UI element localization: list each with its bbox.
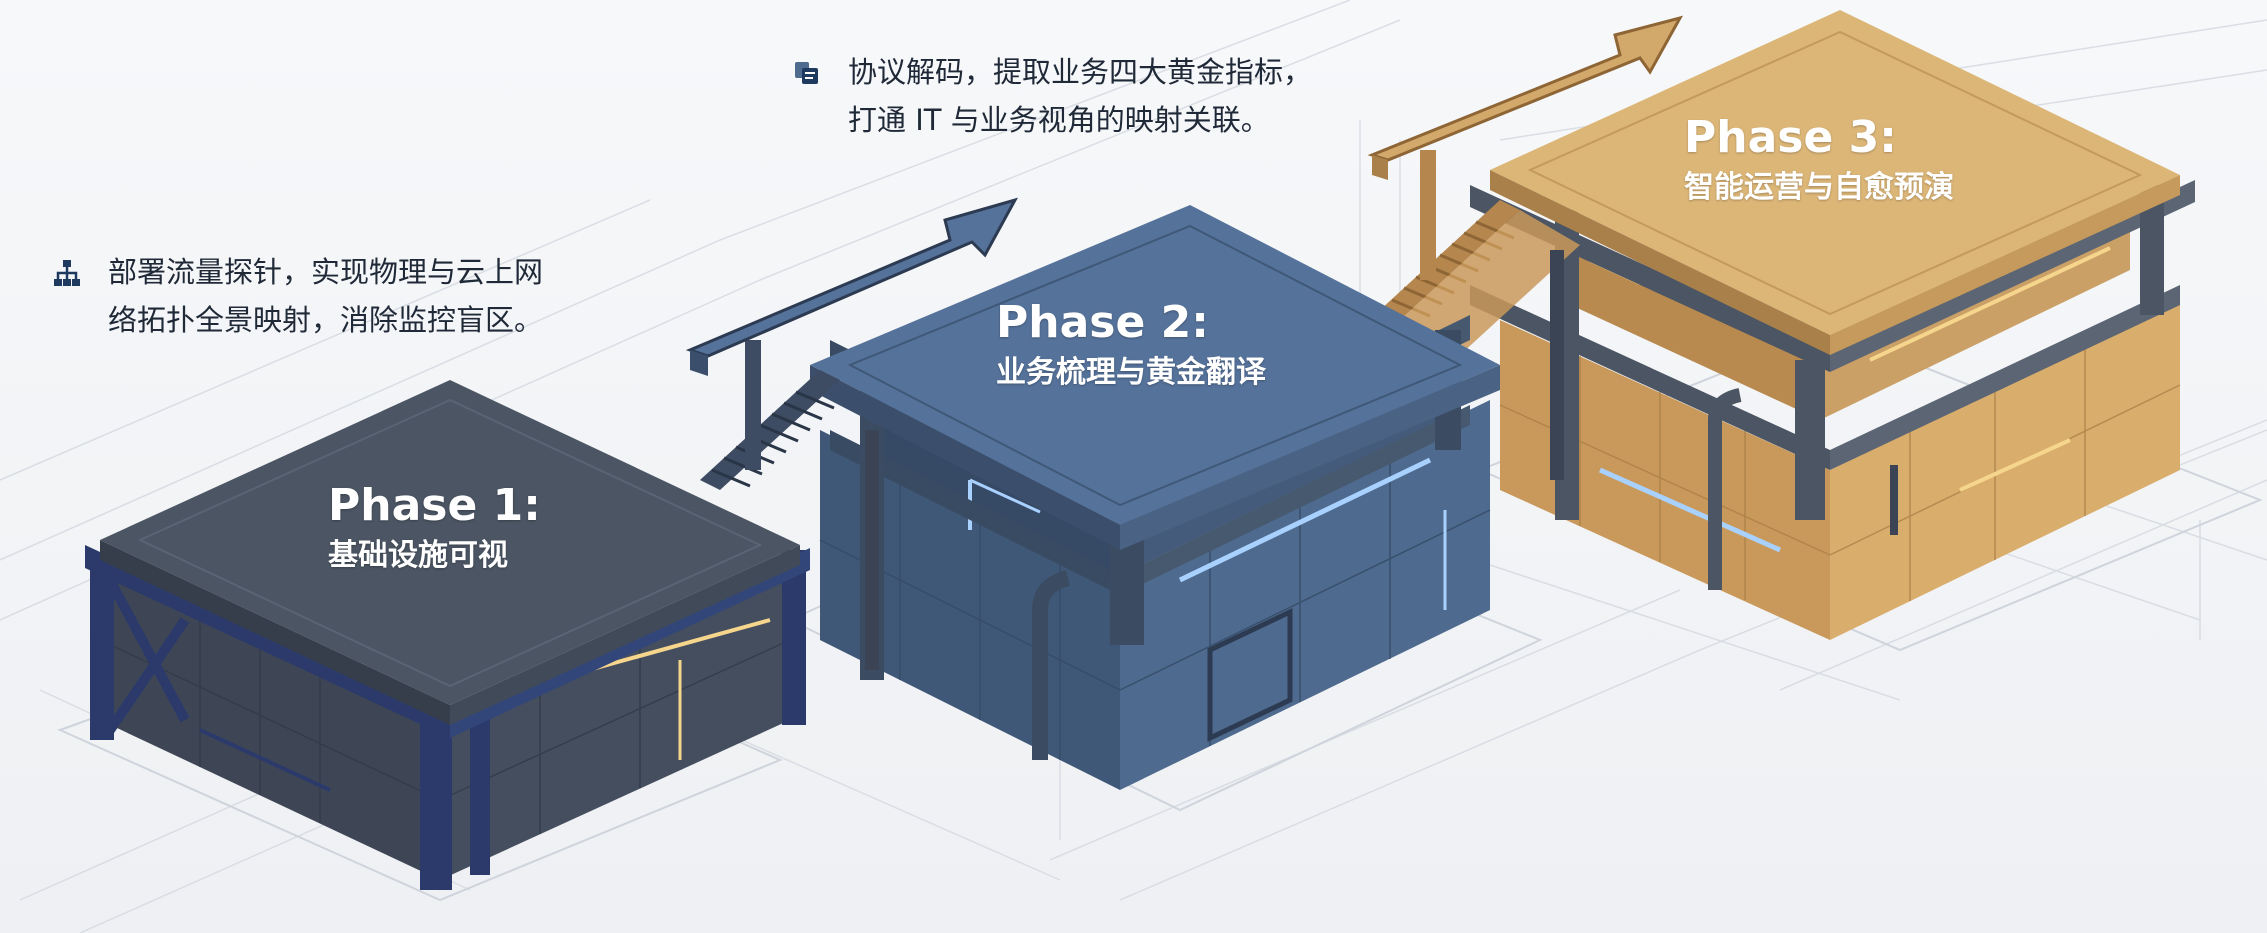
phase1-note-line-2: 络拓扑全景映射，消除监控盲区。: [108, 303, 544, 337]
phase2-description: 业务梳理与黄金翻译: [996, 355, 1266, 390]
arrow-to-phase3: [1367, 15, 1684, 180]
phase1-note: 部署流量探针，实现物理与云上网 络拓扑全景映射，消除监控盲区。: [52, 248, 692, 348]
phase1-label: Phase 1: 基础设施可视: [328, 478, 541, 578]
arrow-to-phase2: [685, 197, 1019, 376]
phase3-description: 智能运营与自愈预演: [1684, 170, 1954, 205]
phase3-title: Phase 3:: [1684, 112, 1897, 163]
phase2-note: 协议解码，提取业务四大黄金指标， 打通 IT 与业务视角的映射关联。: [792, 48, 1432, 148]
phase2-note-line-1: 协议解码，提取业务四大黄金指标，: [848, 55, 1313, 89]
phase1-note-line-1: 部署流量探针，实现物理与云上网: [108, 255, 544, 289]
phase2-building: [810, 205, 1500, 790]
phase2-label: Phase 2: 业务梳理与黄金翻译: [996, 295, 1266, 395]
stairs-phase1-to-phase2: [700, 340, 879, 670]
phase2-title: Phase 2:: [996, 297, 1209, 348]
protocol-decode-icon: [795, 62, 818, 84]
hierarchy-icon: [54, 260, 80, 286]
phase3-label: Phase 3: 智能运营与自愈预演: [1684, 110, 1954, 210]
phase1-title: Phase 1:: [328, 480, 541, 531]
stairs-phase2-to-phase3: [1380, 150, 1580, 480]
phase2-note-line-2: 打通 IT 与业务视角的映射关联。: [848, 103, 1270, 137]
phase1-building: [85, 380, 810, 890]
phase1-description: 基础设施可视: [328, 538, 508, 573]
phase3-building: [1470, 10, 2195, 640]
